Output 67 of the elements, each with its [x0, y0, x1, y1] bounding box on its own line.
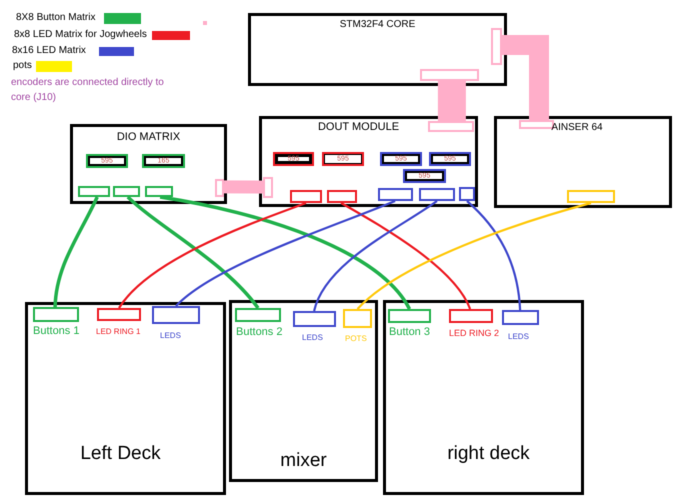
- connector-label: POTS: [345, 334, 367, 344]
- deck-title: mixer: [280, 450, 327, 472]
- ic-chip: [273, 152, 314, 166]
- connector-label: LEDS: [302, 333, 323, 342]
- legend-label: 8x16 LED Matrix: [12, 45, 86, 57]
- connector-header: [419, 188, 455, 201]
- connector-label: Buttons 2: [236, 326, 282, 339]
- deck-title: Left Deck: [80, 443, 161, 465]
- connector-header: [343, 309, 372, 328]
- connector-header: [290, 190, 322, 203]
- module-panel: [70, 124, 227, 204]
- connector-header: [449, 309, 493, 323]
- legend-label: 8X8 Button Matrix: [16, 12, 96, 24]
- connector-header: [502, 310, 539, 325]
- ic-chip: [429, 152, 471, 166]
- connector-label: LEDS: [508, 332, 529, 342]
- connector-label: LEDS: [160, 331, 181, 340]
- module-title: AINSER 64: [551, 122, 603, 134]
- note-text: encoders are connected directly to core (J10): [11, 76, 165, 105]
- ic-chip: [403, 169, 446, 183]
- connector-header: [263, 177, 273, 198]
- wire: [175, 200, 396, 307]
- connector-header: [33, 307, 79, 322]
- connector-header: [293, 311, 336, 327]
- connector-header: [428, 121, 474, 132]
- wire: [340, 202, 472, 310]
- module-panel: [494, 116, 672, 208]
- module-title: DOUT MODULE: [318, 121, 400, 134]
- connector-header: [378, 188, 413, 201]
- ribbon-cable: [438, 81, 466, 121]
- module-title: STM32F4 CORE: [340, 19, 416, 30]
- connector-header: [567, 190, 615, 203]
- connector-header: [420, 69, 479, 81]
- deck-panel: [383, 300, 584, 495]
- connector-header: [327, 190, 357, 203]
- connector-header: [235, 308, 281, 322]
- wire: [126, 196, 260, 310]
- connector-header: [491, 28, 502, 65]
- connector-label: LED RING 2: [449, 328, 500, 338]
- deck-panel: [229, 300, 378, 482]
- connector-header: [388, 309, 431, 323]
- wire: [118, 202, 306, 309]
- ic-chip: [322, 152, 364, 166]
- connector-header: [215, 179, 224, 197]
- connector-header: [152, 306, 200, 324]
- connector-label: Button 3: [389, 326, 430, 339]
- module-panel: [259, 116, 478, 207]
- wire: [53, 196, 99, 308]
- connector-header: [459, 187, 475, 201]
- ic-chip: [86, 154, 128, 168]
- legend-label: 8x8 LED Matrix for Jogwheels: [14, 29, 147, 41]
- connector-label: Buttons 1: [33, 325, 80, 338]
- ic-chip: [380, 152, 422, 166]
- deck-title: right deck: [447, 443, 530, 465]
- deck-panel: [25, 302, 226, 495]
- module-panel: [248, 13, 507, 86]
- connector-header: [78, 186, 110, 197]
- wire: [160, 195, 411, 310]
- module-title: DIO MATRIX: [116, 131, 180, 144]
- ic-chip: [142, 154, 185, 168]
- wire: [313, 200, 438, 312]
- wire: [356, 202, 592, 310]
- connector-label: LED RING 1: [96, 327, 140, 336]
- connector-header: [97, 308, 141, 321]
- connector-header: [113, 186, 140, 197]
- connector-header: [145, 186, 173, 197]
- legend-label: pots: [13, 60, 32, 72]
